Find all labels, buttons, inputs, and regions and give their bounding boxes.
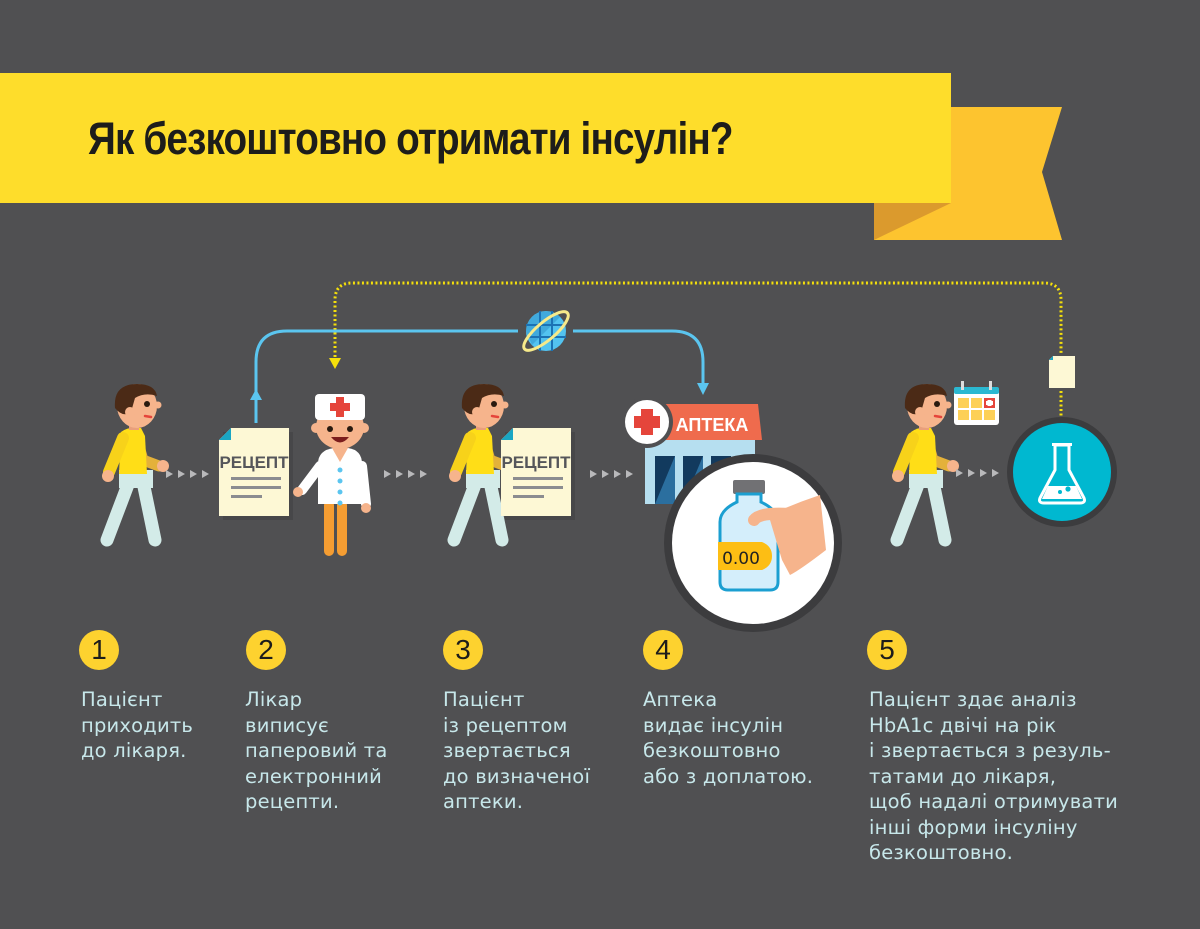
flow-arrows-icon <box>956 469 999 477</box>
calendar-icon <box>954 381 999 425</box>
step-description: Пацієнт приходить до лікаря. <box>81 688 194 762</box>
patient-walking-icon <box>102 384 169 540</box>
insulin-vial-circle: 0.00 <box>664 454 842 632</box>
yellow-dotted-path <box>333 281 1063 357</box>
patient-walking-icon <box>892 384 959 540</box>
svg-text:РЕЦЕПТ: РЕЦЕПТ <box>219 453 289 472</box>
step-number-badge: 3 <box>443 630 483 670</box>
flow-arrows-icon <box>166 470 209 478</box>
step-number-badge: 4 <box>643 630 683 670</box>
step-number-badge: 5 <box>867 630 907 670</box>
step-description: Пацієнт здає аналіз HbA1c двічі на рік і… <box>869 688 1118 864</box>
doctor-icon <box>293 394 371 556</box>
step-description: Лікар виписує паперовий та електронний р… <box>245 688 388 813</box>
blue-arrow-up-icon <box>250 389 262 400</box>
svg-text:АПТЕКА: АПТЕКА <box>676 415 749 435</box>
step-number-badge: 1 <box>79 630 119 670</box>
prescription-paper-icon: РЕЦЕПТ <box>501 428 575 520</box>
svg-text:РЕЦЕПТ: РЕЦЕПТ <box>501 453 571 472</box>
globe-icon <box>522 310 570 352</box>
svg-text:0.00: 0.00 <box>722 549 760 569</box>
document-icon <box>1049 356 1075 388</box>
step-description: Аптека видає інсулін безкоштовно або з д… <box>643 688 814 788</box>
prescription-paper-icon: РЕЦЕПТ <box>219 428 293 520</box>
step-number-badge: 2 <box>246 630 286 670</box>
page-title: Як безкоштовно отримати інсулін? <box>88 113 734 164</box>
blue-arrow-down-icon <box>697 383 709 395</box>
title-ribbon <box>0 73 1062 240</box>
lab-flask-icon <box>1007 417 1117 527</box>
flow-arrows-icon <box>384 470 427 478</box>
yellow-arrowhead-icon <box>329 358 341 369</box>
flow-arrows-icon <box>590 470 633 478</box>
step-description: Пацієнт із рецептом звертається до визна… <box>443 688 591 813</box>
